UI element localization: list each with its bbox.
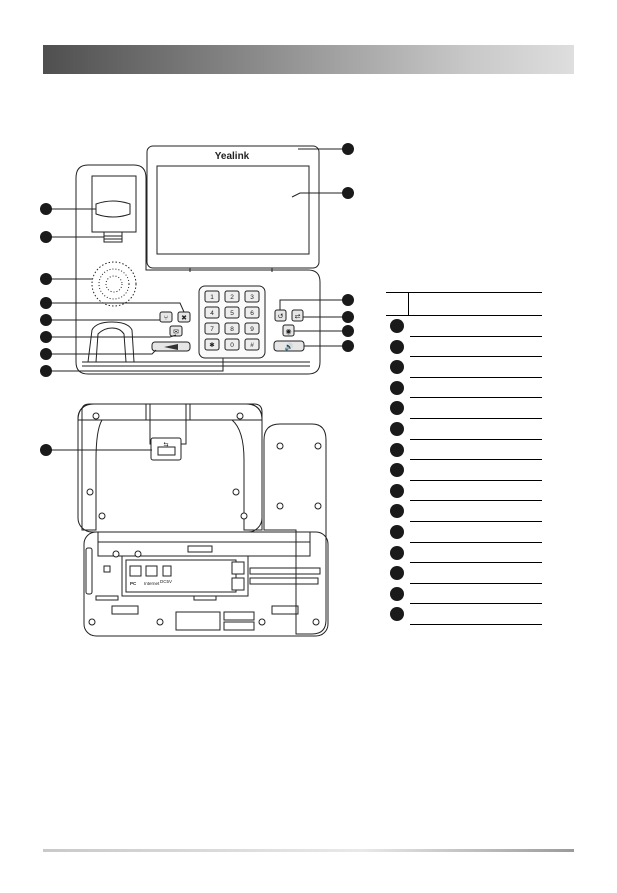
legend-marker	[390, 524, 404, 539]
legend-marker	[390, 339, 404, 354]
message-key	[169, 325, 183, 337]
key-8: 8	[230, 326, 234, 333]
legend-row	[390, 440, 542, 461]
legend-row	[390, 460, 542, 481]
legend-marker	[390, 566, 404, 581]
transfer-key	[291, 309, 304, 322]
redial-icon: ↺	[278, 314, 284, 321]
legend-row	[390, 316, 542, 337]
legend-row	[390, 501, 542, 522]
page-footer-rule	[43, 849, 574, 852]
legend-row	[390, 563, 542, 584]
headset-key	[159, 311, 173, 323]
headset-icon: ⑂	[164, 315, 168, 322]
legend-row	[390, 543, 542, 564]
legend-row	[390, 419, 542, 440]
pc-port	[129, 565, 142, 577]
legend-marker	[390, 586, 404, 601]
hold-icon: ◉	[285, 329, 291, 336]
internet-port	[145, 565, 158, 577]
message-icon: ✉	[173, 329, 179, 336]
speaker	[91, 261, 137, 307]
key-star: ✱	[209, 341, 215, 349]
keypad-labels: 1 2 3 4 5 6 7 8 9 ✱ 0 #	[209, 294, 254, 349]
dc-power-port	[162, 565, 172, 577]
keypad	[204, 290, 260, 351]
legend-row	[390, 584, 542, 605]
callout-lines-front	[48, 148, 348, 372]
legend-marker	[390, 421, 404, 436]
internet-port-label: Internet	[144, 581, 160, 586]
headset-port	[231, 577, 245, 591]
legend-row	[390, 481, 542, 502]
key-4: 4	[210, 310, 214, 317]
legend-header-row	[386, 292, 542, 316]
key-7: 7	[210, 326, 214, 333]
screw-holes	[86, 412, 322, 626]
pc-port-label: PC	[130, 581, 137, 586]
key-2: 2	[230, 294, 234, 301]
legend-marker	[390, 319, 404, 333]
key-0: 0	[230, 342, 234, 349]
legend-marker	[390, 360, 404, 375]
key-6: 6	[250, 310, 254, 317]
lcd-screen	[156, 165, 310, 255]
legend-marker	[390, 380, 404, 395]
transfer-icon: ⇄	[295, 314, 301, 321]
legend-row	[390, 604, 542, 625]
phone-front-view	[75, 145, 321, 375]
callout-markers-front	[40, 143, 354, 377]
chapter-header-bar	[43, 45, 574, 74]
callout-marker-usb	[40, 444, 52, 456]
legend-row	[390, 398, 542, 419]
legend-header-divider	[408, 293, 409, 315]
legend-row	[390, 378, 542, 399]
mute-icon: ✖	[181, 315, 187, 322]
legend-marker	[390, 607, 404, 622]
key-1: 1	[210, 294, 214, 301]
legend-marker	[390, 545, 404, 560]
legend-marker	[390, 504, 404, 519]
handset-port	[231, 561, 245, 575]
legend-marker	[390, 442, 404, 457]
key-hash: #	[250, 342, 254, 349]
dc-port-label: DC5V	[160, 579, 172, 584]
legend-marker	[390, 463, 404, 478]
component-legend-table	[386, 292, 542, 625]
rear-port-panel	[121, 555, 249, 597]
legend-marker	[390, 483, 404, 498]
phone-rear-view	[77, 403, 329, 637]
key-3: 3	[250, 294, 254, 301]
legend-row	[390, 337, 542, 358]
legend-row	[390, 357, 542, 378]
key-5: 5	[230, 310, 234, 317]
brand-logo: Yealink	[215, 151, 250, 162]
hookswitch	[95, 200, 131, 218]
speakerphone-icon: 🔊	[285, 342, 294, 351]
legend-row	[390, 522, 542, 543]
key-9: 9	[250, 326, 254, 333]
legend-marker	[390, 401, 404, 416]
usb-icon: ⇆	[163, 441, 168, 448]
